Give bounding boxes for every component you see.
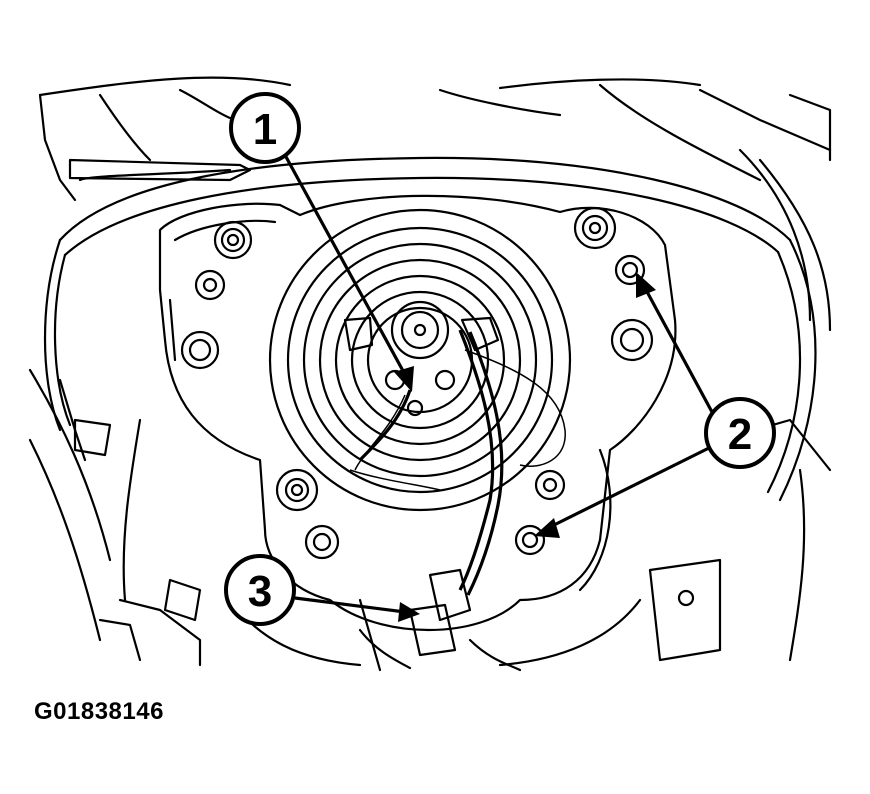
callout-3-label: 3 <box>248 567 272 616</box>
leader-line-2b <box>547 443 716 530</box>
leader-line-1 <box>283 154 410 381</box>
dashboard-background-lines <box>28 76 832 667</box>
steering-column-shroud <box>228 598 642 672</box>
figure-id-label: G01838146 <box>34 698 164 725</box>
arrowhead-2a <box>636 272 656 298</box>
callout-2: 2 <box>704 397 776 469</box>
wiring-harness <box>343 316 566 657</box>
leader-line-3 <box>294 596 406 614</box>
callout-1-label: 1 <box>253 105 277 154</box>
arrowhead-2b <box>534 518 560 538</box>
callout-2-label: 2 <box>728 410 752 459</box>
callout-1: 1 <box>229 92 301 164</box>
callout-3: 3 <box>224 554 296 626</box>
arrowhead-3 <box>398 602 420 622</box>
leader-arrows <box>283 154 716 622</box>
mounting-bolts <box>180 206 654 560</box>
leader-line-2a <box>643 287 714 413</box>
arrowhead-1 <box>394 366 414 392</box>
clockspring-rings <box>268 208 572 512</box>
steering-wheel-rim <box>43 156 817 502</box>
